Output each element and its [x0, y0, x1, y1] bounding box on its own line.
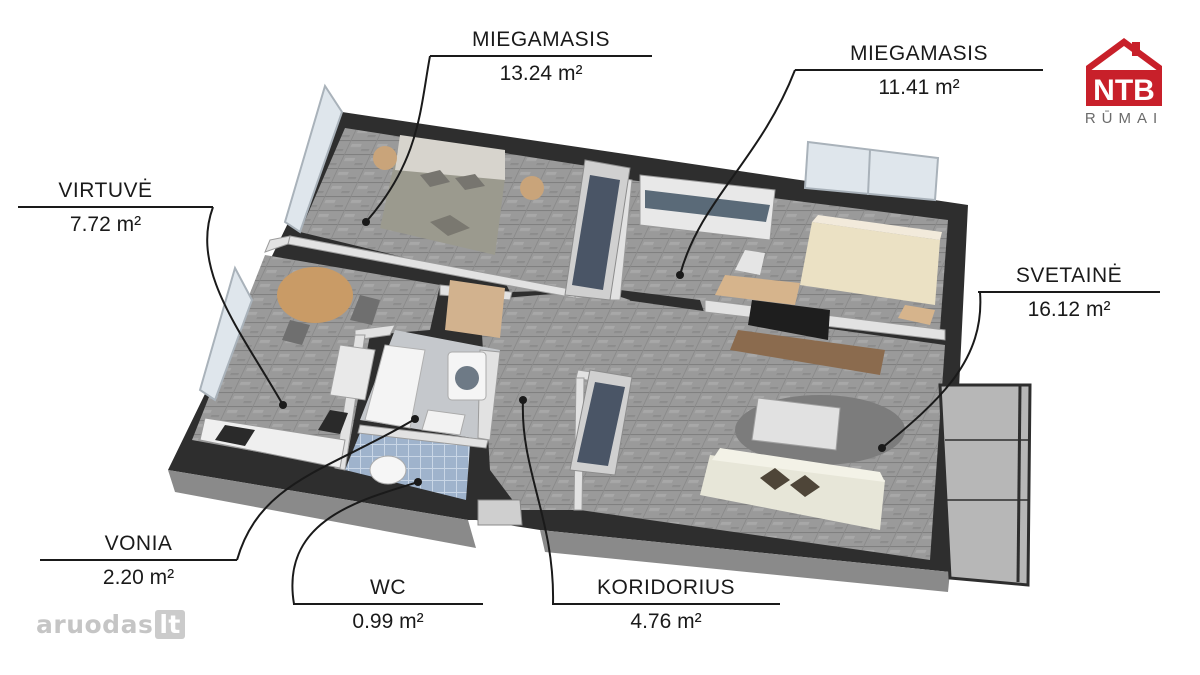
label-rule-bedroom-2 [795, 69, 1043, 71]
dining-chair [282, 320, 310, 345]
room-name: MIEGAMASIS [471, 28, 611, 51]
room-name: VONIA [104, 532, 173, 555]
leader-lines [206, 55, 982, 605]
wardrobe-2 [639, 174, 776, 241]
wardrobe-3 [569, 369, 633, 476]
sofa [700, 448, 885, 530]
room-label-bathroom: VONIA 2.20 m² [40, 531, 237, 591]
room-area: 2.20 m² [102, 566, 175, 589]
room-name: SVETAINĖ [1015, 264, 1123, 287]
label-rule-wc [293, 603, 483, 605]
windows [198, 83, 940, 402]
building-side [168, 470, 476, 548]
wardrobe-1 [564, 159, 631, 301]
bathtub [364, 344, 426, 429]
room-name: VIRTUVĖ [58, 179, 153, 202]
room-label-bedroom-2: MIEGAMASIS 11.41 m² [795, 41, 1043, 101]
coffee-table [751, 397, 841, 451]
logo-mark-text: NTB [1093, 74, 1155, 107]
nightstand [520, 176, 544, 200]
room-area: 4.76 m² [630, 610, 702, 633]
ntb-rumai-logo: NTB RŪMAI [1078, 34, 1170, 130]
room-area: 7.72 m² [69, 213, 142, 236]
room-area: 11.41 m² [878, 76, 960, 99]
watermark-tld: lt [155, 610, 185, 639]
room-label-bedroom-1: MIEGAMASIS 13.24 m² [430, 27, 652, 87]
label-rule-bathroom [40, 559, 237, 561]
floor-wc [345, 428, 470, 500]
label-rule-kitchen [18, 206, 213, 208]
room-area: 13.24 m² [499, 62, 583, 85]
room-name: MIEGAMASIS [849, 42, 989, 65]
floor-kitchen [192, 255, 440, 468]
room-name: WC [370, 576, 406, 599]
sink [421, 409, 466, 436]
room-label-kitchen: VIRTUVĖ 7.72 m² [18, 178, 193, 238]
balcony [938, 383, 1032, 587]
label-rule-living [978, 291, 1160, 293]
desk [715, 275, 800, 305]
watermark-name: aruodas [36, 610, 154, 639]
room-area: 0.99 m² [352, 610, 424, 633]
nightstand [373, 146, 397, 170]
logo-subtitle: RŪMAI [1084, 110, 1164, 127]
room-label-living: SVETAINĖ 16.12 m² [978, 263, 1160, 323]
toilet [369, 455, 407, 485]
leader-dots [279, 218, 886, 486]
room-label-corridor: KORIDORIUS 4.76 m² [552, 575, 780, 635]
bed-single [800, 215, 942, 305]
room-area: 16.12 m² [1027, 298, 1111, 321]
office-chair [735, 250, 765, 275]
label-rule-corridor [552, 603, 780, 605]
nightstand-2 [898, 305, 935, 325]
kitchen-shelf [445, 280, 505, 338]
room-label-wc: WC 0.99 m² [293, 575, 483, 635]
room-name: KORIDORIUS [596, 576, 735, 599]
label-rule-bedroom-1 [430, 55, 652, 57]
kitchen-counter [199, 344, 376, 469]
bed-double [380, 135, 505, 255]
floor-corridor [480, 290, 630, 510]
washing-machine-door [455, 366, 479, 390]
building-side-right [540, 530, 950, 592]
entrance-step [477, 499, 523, 526]
dining-chair [350, 295, 380, 325]
logo-mark: NTB [1086, 38, 1162, 107]
tv-stand [730, 300, 885, 375]
logo-roof [1086, 38, 1162, 74]
dining-table [277, 267, 353, 323]
